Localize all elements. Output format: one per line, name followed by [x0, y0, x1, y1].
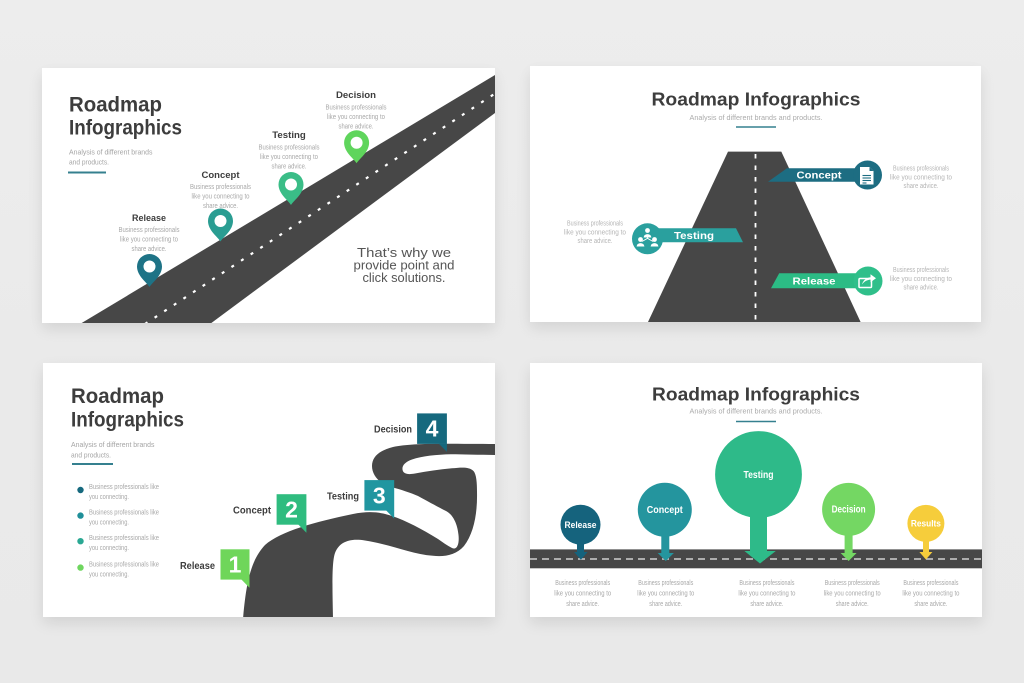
svg-text:and products.: and products. — [69, 158, 109, 167]
svg-text:like you connecting to: like you connecting to — [554, 591, 611, 598]
svg-text:Roadmap Infographics: Roadmap Infographics — [652, 90, 861, 110]
svg-text:like you connecting to: like you connecting to — [890, 276, 952, 283]
svg-text:Testing: Testing — [272, 130, 306, 141]
svg-text:provide point and: provide point and — [354, 259, 455, 273]
svg-text:you connecting.: you connecting. — [89, 494, 129, 501]
svg-text:Business professionals like: Business professionals like — [89, 562, 159, 569]
svg-text:share advice.: share advice. — [836, 601, 869, 608]
svg-text:That’s why we: That’s why we — [357, 246, 451, 260]
svg-text:Release: Release — [180, 560, 215, 572]
svg-text:share advice.: share advice. — [904, 285, 939, 292]
svg-text:share advice.: share advice. — [272, 164, 307, 171]
svg-text:Infographics: Infographics — [69, 116, 182, 140]
svg-text:share advice.: share advice. — [914, 601, 947, 608]
svg-text:Roadmap Infographics: Roadmap Infographics — [652, 385, 860, 405]
svg-text:like you connecting to: like you connecting to — [738, 591, 795, 598]
svg-text:share advice.: share advice. — [750, 601, 783, 608]
svg-text:click solutions.: click solutions. — [363, 271, 446, 285]
svg-text:Business professionals: Business professionals — [119, 227, 180, 234]
svg-text:Business professionals like: Business professionals like — [89, 510, 159, 517]
svg-text:like you connecting to: like you connecting to — [327, 114, 385, 121]
svg-text:like you connecting to: like you connecting to — [260, 154, 318, 161]
svg-text:Testing: Testing — [744, 469, 774, 481]
svg-text:you connecting.: you connecting. — [89, 572, 129, 579]
svg-text:share advice.: share advice. — [578, 238, 613, 245]
svg-text:Concept: Concept — [233, 505, 271, 517]
svg-text:share advice.: share advice. — [566, 601, 599, 608]
svg-text:you connecting.: you connecting. — [89, 545, 129, 552]
svg-text:Concept: Concept — [202, 170, 241, 181]
svg-text:Business professionals: Business professionals — [638, 580, 693, 587]
svg-text:share advice.: share advice. — [203, 203, 238, 210]
svg-text:Concept: Concept — [797, 170, 843, 182]
svg-text:Concept: Concept — [647, 505, 684, 516]
svg-text:share advice.: share advice. — [339, 124, 374, 131]
svg-text:Release: Release — [793, 276, 836, 288]
svg-text:Roadmap: Roadmap — [71, 384, 164, 408]
svg-text:Release: Release — [565, 520, 597, 531]
svg-text:share advice.: share advice. — [649, 601, 682, 608]
svg-text:Business professionals: Business professionals — [555, 580, 610, 587]
svg-text:and products.: and products. — [71, 451, 111, 460]
svg-text:Business professionals: Business professionals — [259, 145, 320, 152]
svg-text:3: 3 — [373, 482, 386, 508]
svg-text:you connecting.: you connecting. — [89, 520, 129, 527]
svg-text:1: 1 — [229, 552, 242, 578]
svg-text:share advice.: share advice. — [132, 246, 167, 253]
svg-text:like you connecting to: like you connecting to — [890, 175, 952, 182]
svg-text:Decision: Decision — [374, 424, 412, 436]
svg-text:Analysis of different brands: Analysis of different brands — [71, 440, 155, 449]
svg-text:Business professionals: Business professionals — [190, 184, 251, 191]
svg-text:like you connecting to: like you connecting to — [192, 194, 250, 201]
svg-text:like you connecting to: like you connecting to — [564, 230, 626, 237]
svg-text:like you connecting to: like you connecting to — [902, 591, 959, 598]
svg-text:Analysis of different brands: Analysis of different brands — [69, 148, 153, 157]
svg-text:Release: Release — [132, 213, 166, 224]
svg-text:Analysis of different brands a: Analysis of different brands and product… — [690, 407, 823, 416]
svg-text:4: 4 — [426, 416, 439, 442]
svg-text:share advice.: share advice. — [904, 183, 939, 190]
svg-text:Business professionals: Business professionals — [739, 580, 794, 587]
svg-text:Business professionals: Business professionals — [893, 267, 949, 274]
svg-text:Infographics: Infographics — [71, 408, 184, 432]
svg-text:like you connecting to: like you connecting to — [824, 591, 881, 598]
svg-text:Business professionals like: Business professionals like — [89, 535, 159, 542]
svg-text:Decision: Decision — [832, 505, 866, 516]
svg-text:Results: Results — [911, 519, 941, 530]
svg-text:Business professionals: Business professionals — [825, 580, 880, 587]
svg-text:Analysis of different brands a: Analysis of different brands and product… — [690, 113, 823, 122]
svg-text:Roadmap: Roadmap — [69, 93, 162, 117]
svg-text:Testing: Testing — [674, 230, 714, 242]
svg-text:Business professionals: Business professionals — [326, 105, 387, 112]
svg-text:Testing: Testing — [327, 491, 359, 503]
svg-text:Business professionals: Business professionals — [903, 580, 958, 587]
svg-text:Business professionals: Business professionals — [893, 166, 949, 173]
svg-text:Decision: Decision — [336, 90, 376, 101]
svg-text:like you connecting to: like you connecting to — [120, 237, 178, 244]
svg-text:like you connecting to: like you connecting to — [637, 591, 694, 598]
svg-text:2: 2 — [285, 497, 298, 523]
svg-text:Business professionals like: Business professionals like — [89, 484, 159, 491]
svg-text:Business professionals: Business professionals — [567, 221, 623, 228]
